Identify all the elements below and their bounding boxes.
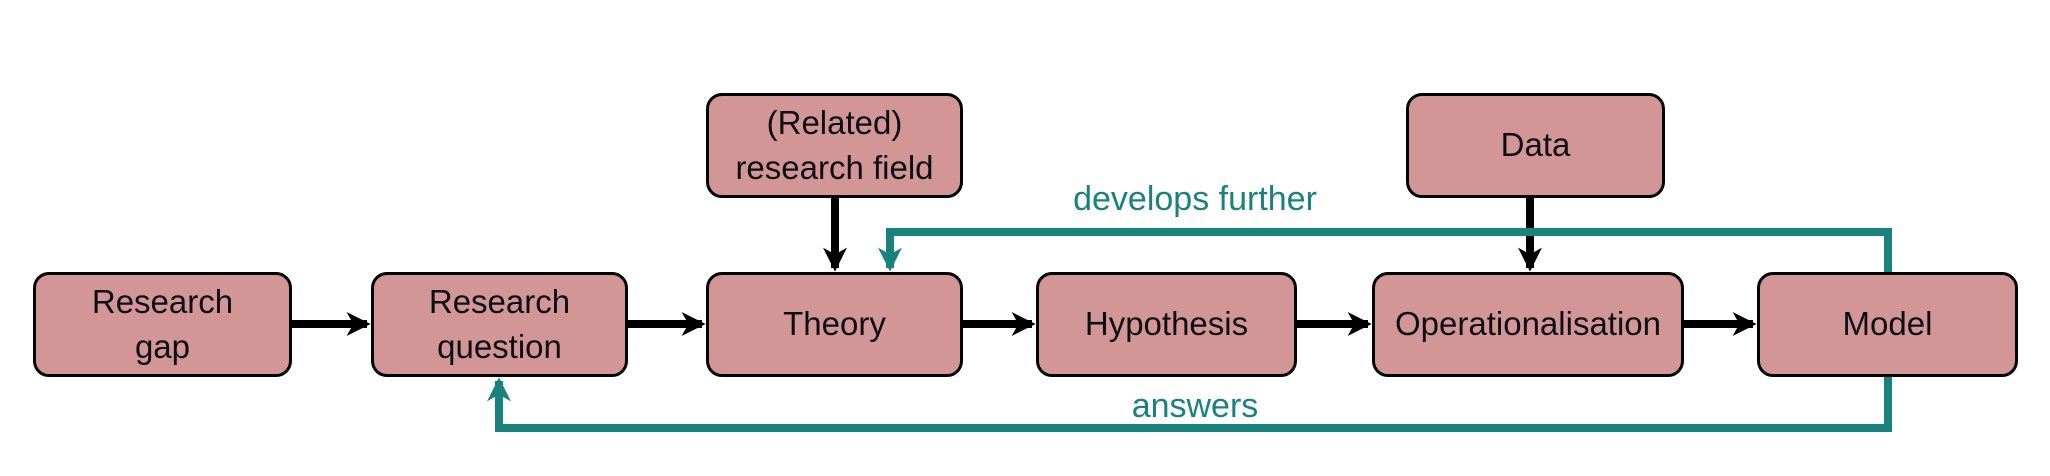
node-model-label: Model — [1842, 305, 1933, 343]
node-related-research-field-label: (Related) research field — [735, 104, 934, 186]
edge-label-answers: answers — [1131, 387, 1259, 425]
node-related-research-field: (Related) research field — [706, 93, 963, 198]
node-research-question-label: Research question — [428, 283, 571, 365]
edge-label-develops-further: develops further — [1073, 180, 1317, 218]
node-model: Model — [1757, 272, 2018, 377]
node-hypothesis: Hypothesis — [1036, 272, 1297, 377]
node-hypothesis-label: Hypothesis — [1084, 305, 1249, 343]
node-data-label: Data — [1500, 126, 1571, 164]
node-theory: Theory — [706, 272, 963, 377]
node-theory-label: Theory — [783, 305, 886, 343]
feedback-develops-further-line — [878, 228, 1892, 272]
node-research-question: Research question — [371, 272, 628, 377]
node-data: Data — [1406, 93, 1665, 198]
node-research-gap: Research gap — [33, 272, 292, 377]
node-operationalisation: Operationalisation — [1372, 272, 1684, 377]
node-research-gap-label: Research gap — [91, 283, 234, 365]
node-operationalisation-label: Operationalisation — [1395, 305, 1661, 343]
